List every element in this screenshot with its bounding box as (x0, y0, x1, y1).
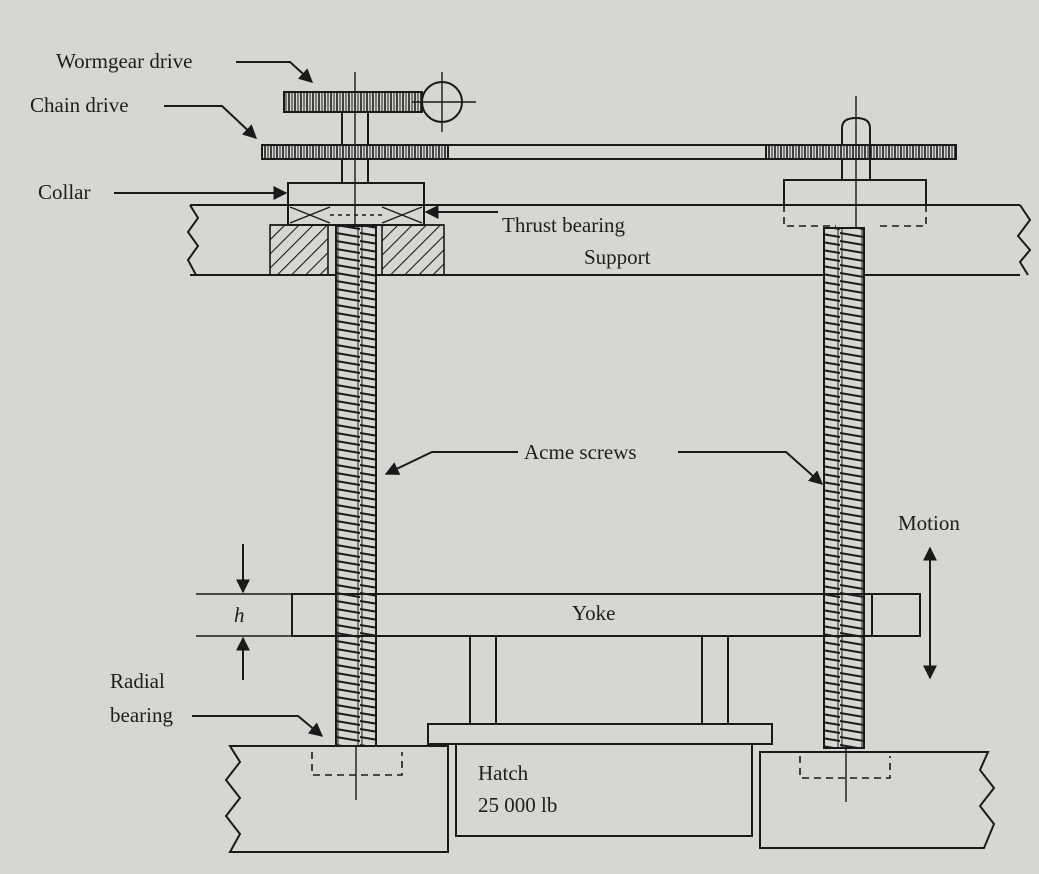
hatch-weight-label: 25 000 lb (478, 793, 557, 817)
yoke (291, 593, 921, 637)
left-acme-screw (335, 225, 377, 747)
radial-label: Radial (110, 669, 165, 693)
motion-label: Motion (898, 511, 960, 535)
chain (261, 144, 957, 160)
chain-drive-label: Chain drive (30, 93, 129, 117)
right-collar (783, 96, 927, 250)
h-label: h (234, 603, 245, 627)
bearing-label: bearing (110, 703, 173, 727)
left-collar (287, 182, 425, 226)
wormgear-drive-label: Wormgear drive (56, 49, 193, 73)
right-floor-block (759, 748, 996, 849)
hatch-box (455, 743, 753, 837)
collar-label: Collar (38, 180, 91, 204)
hatch-label: Hatch (478, 761, 529, 785)
hatch-posts (427, 635, 773, 745)
acme-screws-label: Acme screws (524, 440, 637, 464)
right-acme-screw (823, 227, 865, 749)
leader-lines (114, 61, 824, 737)
left-floor-block (224, 745, 449, 853)
h-dimension (196, 544, 292, 680)
support-label: Support (584, 245, 651, 269)
wormgear (283, 72, 476, 132)
thrust-bearing-label: Thrust bearing (502, 213, 626, 237)
yoke-label: Yoke (572, 601, 615, 625)
